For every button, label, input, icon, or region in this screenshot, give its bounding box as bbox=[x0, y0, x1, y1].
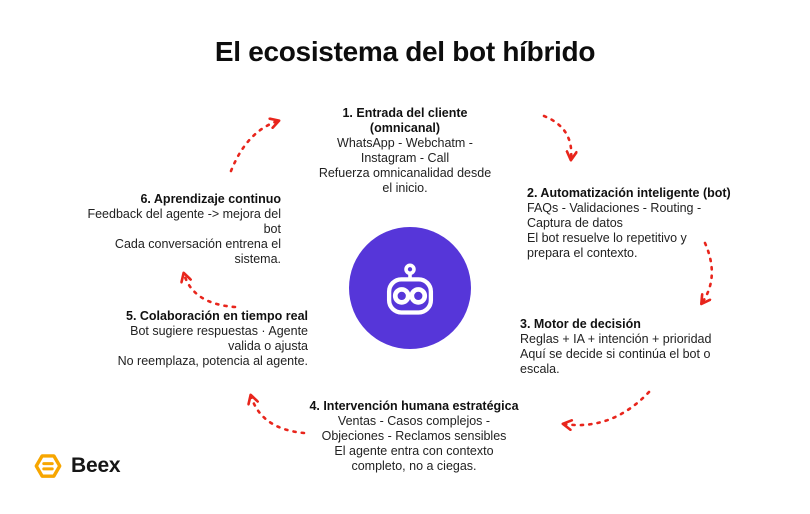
arrow-step1-to-step2 bbox=[542, 114, 571, 159]
bot-icon bbox=[386, 263, 434, 315]
page-title: El ecosistema del bot híbrido bbox=[214, 36, 596, 67]
step-4-title: 4. Intervención humana estratégica bbox=[309, 399, 519, 413]
step-5-title: 5. Colaboración en tiempo real bbox=[126, 309, 308, 323]
step-3-title: 3. Motor de decisión bbox=[520, 317, 641, 331]
beex-hexagon-icon bbox=[34, 454, 62, 478]
step-1-title: 1. Entrada del cliente (omnicanal) bbox=[342, 106, 468, 135]
arrow-step6-to-step1 bbox=[229, 121, 278, 173]
step-5-colaboracion: 5. Colaboración en tiempo real Bot sugie… bbox=[48, 309, 308, 369]
arrow-step3-to-step4 bbox=[564, 390, 651, 425]
step-2-automatizacion: 2. Automatización inteligente (bot) FAQs… bbox=[527, 186, 772, 261]
bot-badge bbox=[349, 227, 471, 349]
step-4-intervencion-humana: 4. Intervención humana estratégica Venta… bbox=[289, 399, 539, 474]
step-1-body: WhatsApp - Webchatm - Instagram - Call R… bbox=[318, 136, 492, 195]
step-4-body: Ventas - Casos complejos - Objeciones - … bbox=[321, 414, 507, 473]
step-3-body: Reglas + IA + intención + prioridad Aquí… bbox=[520, 332, 712, 376]
step-6-title: 6. Aprendizaje continuo bbox=[140, 192, 281, 206]
step-3-motor-decision: 3. Motor de decisión Reglas + IA + inten… bbox=[520, 317, 775, 377]
arrow-step5-to-step6 bbox=[184, 274, 237, 309]
step-5-body: Bot sugiere respuestas · Agente valida o… bbox=[117, 324, 308, 368]
step-2-title: 2. Automatización inteligente (bot) bbox=[527, 186, 731, 200]
step-2-body: FAQs - Validaciones - Routing - Captura … bbox=[527, 201, 702, 260]
step-6-aprendizaje: 6. Aprendizaje continuo Feedback del age… bbox=[31, 192, 281, 267]
brand-logo: Beex bbox=[33, 451, 121, 481]
step-6-body: Feedback del agente -> mejora del bot Ca… bbox=[87, 207, 281, 266]
brand-name: Beex bbox=[71, 454, 121, 477]
step-1-entrada-cliente: 1. Entrada del cliente (omnicanal) Whats… bbox=[295, 106, 515, 196]
